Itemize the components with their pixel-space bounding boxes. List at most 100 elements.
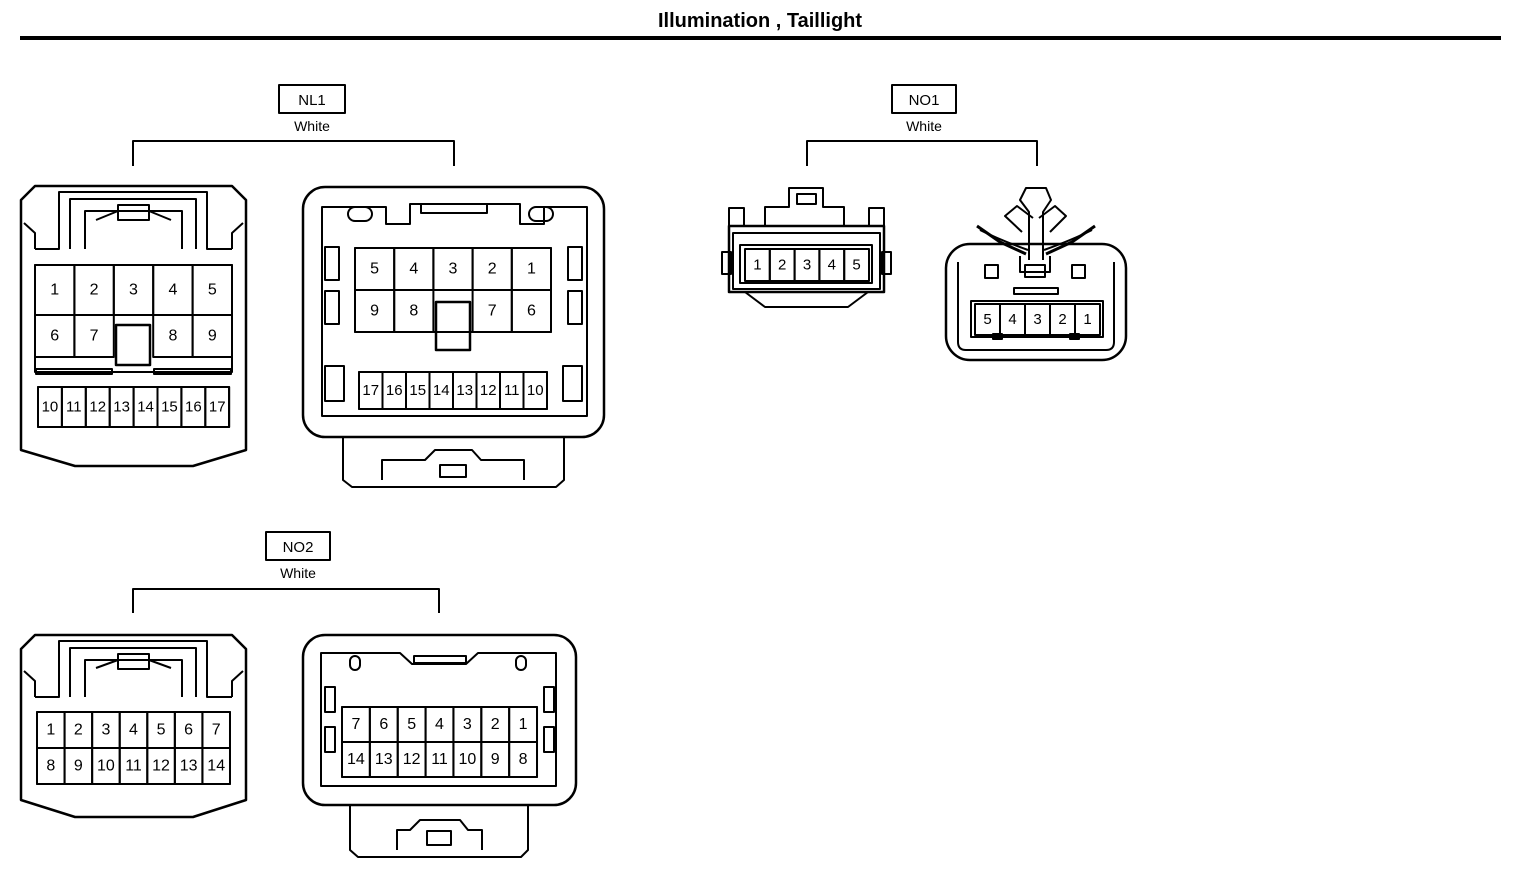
no2-right-pin: 4 (435, 716, 444, 733)
connector-no1: NO1 White (721, 84, 1128, 362)
no2-right-pin: 13 (375, 751, 393, 768)
no2-right-pin: 11 (431, 751, 448, 768)
no2-left-pin: 3 (101, 722, 110, 739)
nl1-right-pin: 12 (480, 382, 497, 399)
nl1-id-box (278, 84, 346, 114)
no2-right-pin: 9 (491, 751, 500, 768)
no2-left-housing (19, 633, 248, 819)
no2-bracket (132, 588, 440, 613)
nl1-left-pin: 8 (168, 328, 177, 345)
nl1-left-pin: 1 (50, 282, 59, 299)
page-title: Illumination , Taillight (657, 10, 863, 32)
nl1-right-pin: 3 (449, 261, 458, 278)
title-rule (20, 36, 1501, 40)
nl1-id-label: NL1 (298, 92, 326, 109)
nl1-left-pin: 5 (208, 282, 217, 299)
nl1-right-pin: 4 (409, 261, 418, 278)
no2-right-pin: 10 (458, 751, 476, 768)
no2-right-connector (301, 633, 578, 858)
no1-left-pin: 5 (852, 257, 860, 274)
nl1-right-pin: 10 (527, 382, 544, 399)
nl1-left-pin: 4 (168, 282, 177, 299)
no2-left-pin: 9 (74, 758, 83, 775)
no2-right-pin: 1 (519, 716, 528, 733)
no2-right-pin: 6 (379, 716, 388, 733)
nl1-right-pin: 1 (527, 261, 536, 278)
no2-right-pin-cell (508, 741, 539, 778)
no2-right-pin: 2 (491, 716, 500, 733)
nl1-right-pin: 7 (488, 303, 497, 320)
no2-right-pin: 14 (347, 751, 365, 768)
nl1-right-pin: 16 (386, 382, 403, 399)
nl1-right-key (434, 300, 472, 352)
no2-left-pin: 6 (184, 722, 193, 739)
no1-bracket (806, 140, 1038, 166)
nl1-bracket (132, 140, 455, 166)
no2-id-label: NO2 (283, 539, 314, 556)
nl1-left-pin: 12 (89, 399, 106, 416)
nl1-right-pin: 8 (409, 303, 418, 320)
no1-right-pin: 2 (1058, 311, 1066, 328)
nl1-right-pin: 15 (409, 382, 426, 399)
no2-left-pin: 7 (212, 722, 221, 739)
nl1-left-pin: 11 (66, 399, 82, 416)
nl1-right-pin-cell (510, 289, 552, 333)
no2-left-pin: 5 (157, 722, 166, 739)
no2-left-pin: 4 (129, 722, 138, 739)
nl1-left-pin: 3 (129, 282, 138, 299)
nl1-color-label: White (294, 118, 330, 134)
no2-right-pin: 12 (403, 751, 421, 768)
no2-left-pin: 2 (74, 722, 83, 739)
nl1-right-pin: 5 (370, 261, 379, 278)
nl1-right-pin: 6 (527, 303, 536, 320)
nl1-left-pin: 13 (113, 399, 130, 416)
nl1-right-pin: 17 (362, 382, 379, 399)
no2-right-pin: 5 (407, 716, 416, 733)
no2-right-pin: 7 (351, 716, 360, 733)
no2-left-pin: 8 (46, 758, 55, 775)
nl1-left-pin: 9 (208, 328, 217, 345)
no1-left-pin-cell (843, 248, 871, 282)
nl1-left-pin: 10 (42, 399, 59, 416)
no2-right-housing (301, 633, 578, 807)
nl1-left-pin: 15 (161, 399, 178, 416)
nl1-right-connector (301, 185, 606, 488)
nl1-left-pin: 2 (90, 282, 99, 299)
nl1-right-pin: 11 (504, 382, 520, 399)
nl1-right-pin: 2 (488, 261, 497, 278)
nl1-right-pin-cell (393, 289, 435, 333)
no2-id-box (265, 531, 331, 561)
no1-left-pin: 3 (803, 257, 811, 274)
no1-right-pin: 5 (983, 311, 991, 328)
no1-right-pin: 1 (1083, 311, 1091, 328)
no1-id-label: NO1 (909, 92, 940, 109)
no1-left-pin: 4 (828, 257, 836, 274)
no2-left-pin: 11 (125, 758, 142, 775)
no2-right-pin: 3 (463, 716, 472, 733)
nl1-left-pin-cell (191, 314, 234, 358)
no1-right-connector (944, 187, 1128, 362)
nl1-right-pin-cell (522, 371, 548, 410)
no2-left-pin: 14 (207, 758, 225, 775)
nl1-left-pin-cell (73, 314, 115, 358)
no2-color-label: White (280, 565, 316, 581)
nl1-left-pin-cell (204, 386, 231, 428)
nl1-left-housing (19, 184, 248, 468)
nl1-right-pin: 14 (433, 382, 450, 399)
nl1-left-key (114, 323, 152, 367)
no1-left-connector (721, 187, 892, 308)
nl1-left-pin: 6 (50, 328, 59, 345)
no2-left-pin: 1 (46, 722, 55, 739)
no2-left-pin: 13 (180, 758, 198, 775)
nl1-right-pin: 9 (370, 303, 379, 320)
nl1-left-pin: 7 (90, 328, 99, 345)
nl1-right-housing (301, 185, 606, 439)
no2-left-pin: 12 (152, 758, 170, 775)
nl1-right-pin: 13 (456, 382, 473, 399)
nl1-left-pin: 16 (185, 399, 202, 416)
no1-left-pin: 1 (753, 257, 761, 274)
no1-id-box (891, 84, 957, 114)
no2-left-pin: 10 (97, 758, 115, 775)
no2-right-pin: 8 (519, 751, 528, 768)
